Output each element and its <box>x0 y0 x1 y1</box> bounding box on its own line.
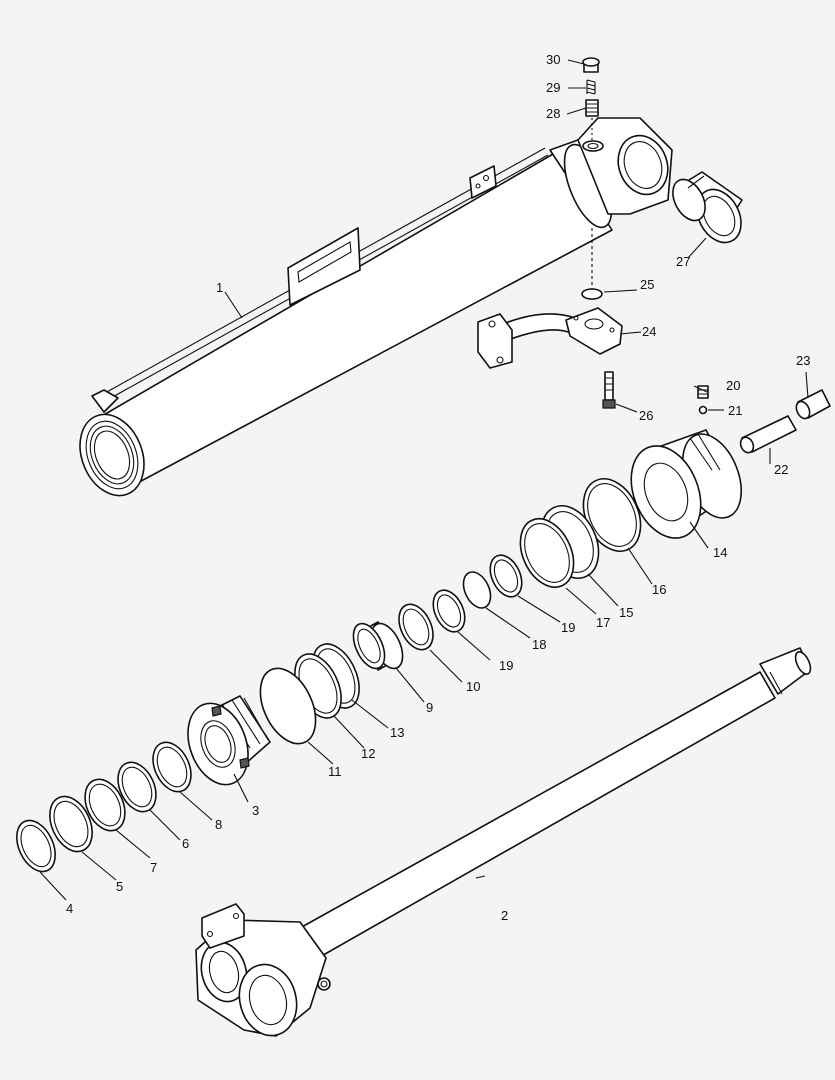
o-ring-18 <box>462 571 492 609</box>
callout-15: 15 <box>619 605 633 620</box>
callout-26: 26 <box>639 408 653 423</box>
cylinder-tube <box>79 117 673 497</box>
callout-1: 1 <box>216 280 223 295</box>
steel-ball-21 <box>698 405 708 415</box>
cap-plug-30 <box>582 57 600 73</box>
piston-14 <box>630 429 743 539</box>
o-ring-11 <box>259 667 317 745</box>
callout-25: 25 <box>640 277 654 292</box>
callout-21: 21 <box>728 403 742 418</box>
ring-5 <box>49 795 93 853</box>
ring-4 <box>16 819 56 873</box>
ring-10 <box>398 603 434 651</box>
callout-19-upper: 19 <box>561 620 575 635</box>
leader-lines <box>39 59 809 901</box>
callout-6: 6 <box>182 836 189 851</box>
callout-12: 12 <box>361 746 375 761</box>
callout-23: 23 <box>796 353 810 368</box>
callout-11: 11 <box>328 764 342 779</box>
backup-ring-19b <box>432 589 466 633</box>
callout-labels: 1 2 3 4 5 6 7 8 9 10 11 12 13 14 15 16 1… <box>66 52 810 923</box>
pipe-24 <box>477 307 623 369</box>
callout-17: 17 <box>596 615 610 630</box>
bolt-26 <box>602 371 616 409</box>
pin-22 <box>739 415 797 454</box>
callout-2: 2 <box>501 908 508 923</box>
ring-7 <box>84 778 126 832</box>
check-plug-28 <box>585 99 599 140</box>
callout-22: 22 <box>774 462 788 477</box>
callout-4: 4 <box>66 901 73 916</box>
callout-5: 5 <box>116 879 123 894</box>
sleeve-23 <box>795 389 831 420</box>
backup-ring-19a <box>489 554 523 598</box>
callout-30: 30 <box>546 52 560 67</box>
ring-8 <box>152 741 192 793</box>
callout-16: 16 <box>652 582 666 597</box>
piston-rod-2 <box>195 647 812 1037</box>
callout-8: 8 <box>215 817 222 832</box>
ring-6 <box>117 761 157 813</box>
callout-19-lower: 19 <box>499 658 513 673</box>
callout-18: 18 <box>532 637 546 652</box>
callout-3: 3 <box>252 803 259 818</box>
bushing-9 <box>352 621 404 671</box>
callout-10: 10 <box>466 679 480 694</box>
callout-29: 29 <box>546 80 560 95</box>
rod-cover-3 <box>187 695 271 786</box>
callout-7: 7 <box>150 860 157 875</box>
callout-28: 28 <box>546 106 560 121</box>
wear-ring-17 <box>519 518 575 588</box>
callout-13: 13 <box>390 725 404 740</box>
callout-14: 14 <box>713 545 727 560</box>
callout-27: 27 <box>676 254 690 269</box>
callout-9: 9 <box>426 700 433 715</box>
bushing-27 <box>672 171 743 244</box>
o-ring-25 <box>581 288 603 300</box>
callout-20: 20 <box>726 378 740 393</box>
spring-29 <box>586 79 596 95</box>
callout-24: 24 <box>642 324 656 339</box>
